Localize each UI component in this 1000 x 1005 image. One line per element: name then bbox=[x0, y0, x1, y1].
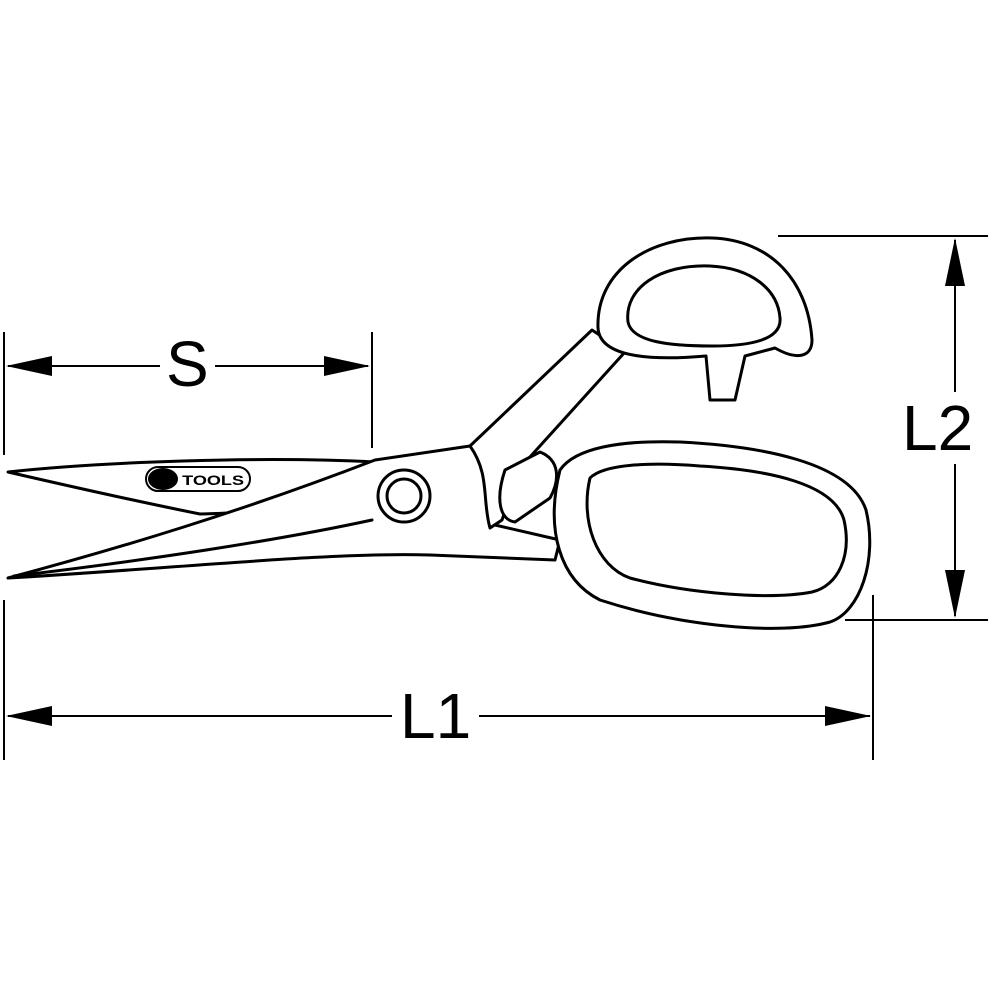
finger-rest bbox=[498, 450, 559, 524]
dimension-label-l2: L2 bbox=[902, 392, 974, 464]
lower-handle bbox=[552, 440, 872, 630]
pivot-screw bbox=[376, 468, 432, 524]
logo-text: KS TOOLS bbox=[152, 472, 244, 488]
dimension-label-s: S bbox=[160, 332, 215, 396]
ks-tools-logo: KS TOOLS bbox=[145, 466, 251, 492]
upper-handle bbox=[596, 236, 814, 402]
dimension-label-l1: L1 bbox=[392, 684, 480, 748]
lower-blade-edge bbox=[12, 518, 374, 578]
